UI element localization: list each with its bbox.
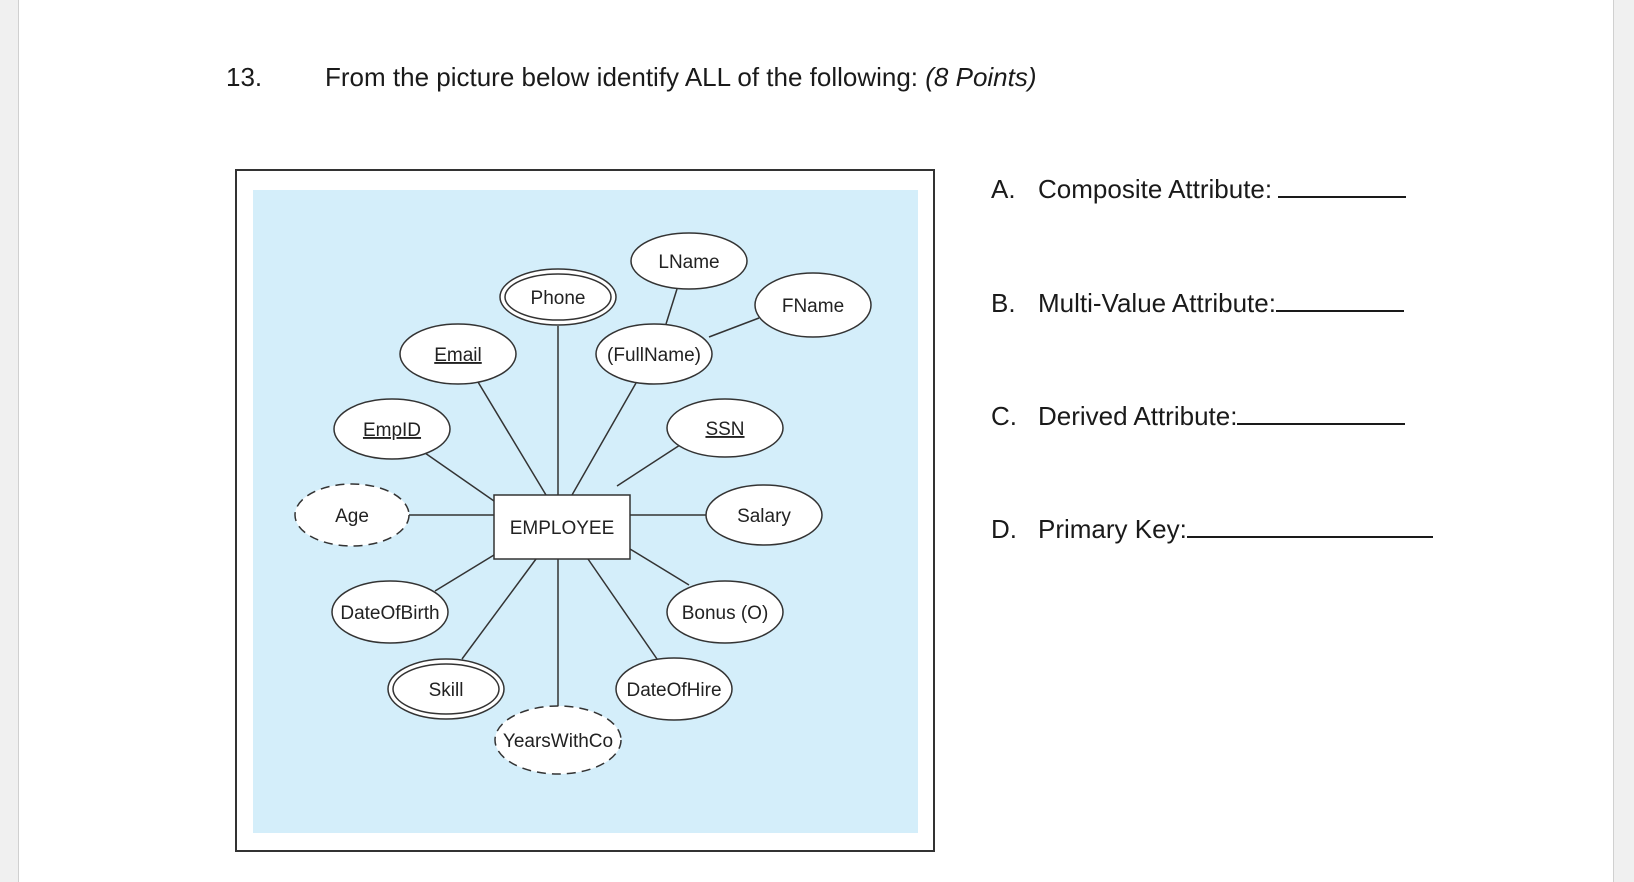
attribute-ellipse	[705, 484, 823, 546]
attribute-label: DateOfHire	[626, 680, 721, 701]
attribute-label: Age	[335, 506, 369, 527]
attribute-label: SSN	[705, 419, 744, 440]
connector-ssn-entity	[616, 444, 681, 487]
attribute-bonus: Bonus (O)	[666, 580, 784, 644]
document-page: 13. From the picture below identify ALL …	[18, 0, 1614, 882]
connector-bonus-entity	[629, 548, 690, 586]
answer-label: Derived Attribute:	[1038, 401, 1238, 431]
attribute-skill: Skill	[387, 658, 505, 720]
entity-box	[493, 494, 631, 560]
attribute-empid: EmpID	[333, 398, 451, 460]
answer-blank[interactable]	[1237, 401, 1406, 425]
attribute-ssn: SSN	[666, 398, 784, 458]
attribute-label: EmpID	[363, 420, 421, 441]
attribute-ellipse	[333, 398, 451, 460]
attribute-label: Email	[434, 345, 482, 366]
answer-blank[interactable]	[1275, 288, 1404, 312]
question-number: 13.	[226, 62, 263, 92]
attribute-lname: LName	[630, 232, 748, 290]
attribute-ellipse	[595, 323, 713, 385]
question-text: From the picture below identify ALL of t…	[325, 62, 1037, 93]
attribute-phone: Phone	[499, 268, 617, 326]
attribute-inner-ellipse	[504, 273, 612, 321]
answer-composite: A. Composite Attribute:	[991, 174, 1407, 205]
attribute-ellipse	[294, 483, 410, 547]
attribute-label: Phone	[531, 288, 586, 309]
answer-label: Composite Attribute:	[1038, 174, 1273, 204]
attribute-ellipse	[615, 657, 733, 721]
attribute-email: Email	[399, 323, 517, 385]
answer-label: Multi-Value Attribute:	[1038, 288, 1276, 318]
attribute-ellipse	[754, 272, 872, 338]
answer-letter: B.	[991, 288, 1016, 318]
answer-letter: C.	[991, 401, 1017, 431]
attribute-label: FName	[782, 296, 844, 317]
connector-dateofbirth-entity	[434, 554, 495, 592]
attribute-inner-ellipse	[392, 663, 500, 715]
attribute-yearswithco: YearsWithCo	[494, 705, 622, 775]
attribute-salary: Salary	[705, 484, 823, 546]
attribute-label: Bonus (O)	[682, 603, 769, 624]
answer-derived: C. Derived Attribute:	[991, 401, 1406, 432]
question-prompt: From the picture below identify ALL of t…	[325, 62, 919, 92]
question-points: (8 Points)	[925, 62, 1037, 92]
attribute-age: Age	[294, 483, 410, 547]
attribute-ellipse	[666, 398, 784, 458]
answer-letter: A.	[991, 174, 1016, 204]
attribute-label: DateOfBirth	[340, 603, 439, 624]
attribute-ellipse	[387, 658, 505, 720]
connector-fname-fullname	[708, 317, 760, 338]
answer-multivalue: B. Multi-Value Attribute:	[991, 288, 1404, 319]
attribute-ellipse	[499, 268, 617, 326]
attribute-ellipse	[494, 705, 622, 775]
attribute-dateofhire: DateOfHire	[615, 657, 733, 721]
entity-employee: EMPLOYEE	[493, 494, 631, 560]
attribute-label: YearsWithCo	[503, 731, 613, 752]
connector-fullname-entity	[571, 382, 637, 496]
answer-blank[interactable]	[1186, 514, 1433, 538]
answer-primary-key: D. Primary Key:	[991, 514, 1433, 545]
attribute-ellipse	[666, 580, 784, 644]
attribute-dateofbirth: DateOfBirth	[331, 580, 449, 644]
connector-skill-entity	[461, 558, 537, 660]
attribute-fullname: (FullName)	[595, 323, 713, 385]
attribute-label: Skill	[429, 680, 464, 701]
attribute-ellipse	[331, 580, 449, 644]
connector-email-entity	[477, 381, 547, 496]
answer-blank[interactable]	[1278, 174, 1407, 198]
answer-label: Primary Key:	[1038, 514, 1187, 544]
connector-empid-entity	[424, 452, 495, 502]
attribute-label: Salary	[737, 506, 791, 527]
connector-dateofhire-entity	[587, 558, 658, 660]
attribute-fname: FName	[754, 272, 872, 338]
attribute-label: (FullName)	[607, 345, 701, 366]
answer-letter: D.	[991, 514, 1017, 544]
attribute-label: LName	[658, 252, 719, 273]
attribute-ellipse	[630, 232, 748, 290]
connector-lname-fullname	[665, 288, 678, 325]
entity-label: EMPLOYEE	[510, 518, 615, 539]
attribute-ellipse	[399, 323, 517, 385]
